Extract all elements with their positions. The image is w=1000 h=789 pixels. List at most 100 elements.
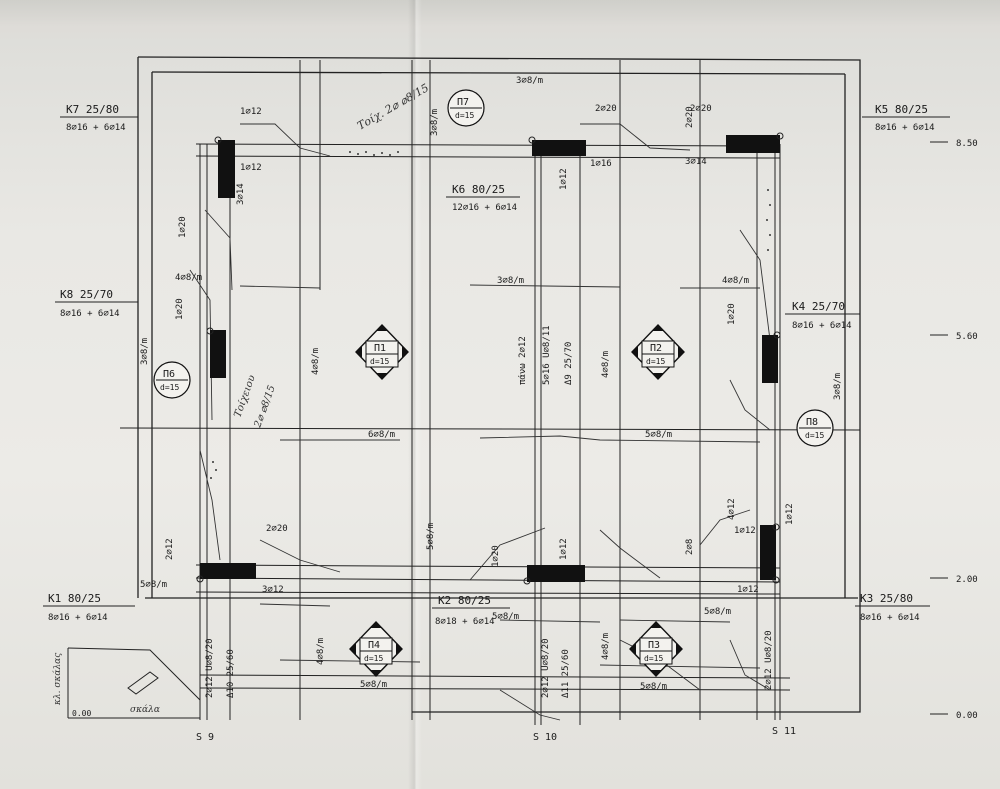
k8-label: K8 25/70 — [60, 288, 113, 301]
panel-p7: Π7 d=15 — [447, 89, 485, 127]
bar-b5: 1⌀20 — [175, 298, 185, 320]
support-s9: S 9 — [196, 732, 214, 743]
bar-b6: 2⌀20 — [595, 104, 617, 114]
rebar-mid-upper-left: 4⌀8/m — [175, 273, 202, 283]
level-200: 2.00 — [956, 575, 978, 585]
rebar-mid-right: 5⌀8/m — [645, 430, 672, 440]
k2-label: K2 80/25 — [438, 594, 491, 607]
k5-reinf: 8⌀16 + 6⌀14 — [875, 123, 935, 133]
rebar-lower-right: 5⌀8/m — [704, 607, 731, 617]
bar-b14: 2⌀12 — [165, 538, 175, 560]
panel-p2: Π2 d=15 — [631, 323, 685, 381]
level-000: 0.00 — [956, 711, 978, 721]
bar-b9: 3⌀14 — [685, 157, 707, 167]
rebar-v4: 4⌀8/m — [601, 351, 611, 378]
panel-p6-label: Π6 — [163, 369, 175, 380]
column-sections — [200, 135, 780, 582]
k1-label: K1 80/25 — [48, 592, 101, 605]
panel-p1: Π1 d=15 — [355, 323, 409, 381]
k2-reinf: 8⌀18 + 6⌀14 — [435, 617, 495, 627]
column-d10-line2: Δ10 25/60 — [226, 649, 236, 698]
stair-label: σκάλα — [130, 704, 160, 715]
rebar-v1: 4⌀8/m — [311, 348, 321, 375]
bar-b18: 1⌀12 — [785, 503, 795, 525]
rebar-lower-center: 5⌀8/m — [492, 612, 519, 622]
panel-p1-label: Π1 — [374, 343, 386, 354]
bar-b13: 3⌀12 — [262, 585, 284, 595]
column-d10-line1: 2⌀12 U⌀8/20 — [205, 638, 215, 698]
panel-p4: Π4 d=15 — [349, 620, 403, 678]
stair-block: σκάλα 0.00 — [67, 647, 201, 719]
bar-b11: 1⌀20 — [727, 303, 737, 325]
k1-reinf: 8⌀16 + 6⌀14 — [48, 613, 108, 623]
bar-b17: 2⌀8 — [685, 539, 695, 555]
column-d9-line1: πάνω 2⌀12 — [518, 336, 528, 385]
k5-label: K5 80/25 — [875, 103, 928, 116]
bar-b1: 1⌀12 — [240, 107, 262, 117]
rebar-right-vertical: 3⌀8/m — [833, 373, 843, 400]
bar-b12-v: 2⌀20 — [685, 106, 695, 128]
bar-b15: 1⌀20 — [491, 545, 501, 567]
rebar-v3: 4⌀8/m — [316, 638, 326, 665]
panel-p4-label: Π4 — [368, 640, 380, 651]
column-d9-line3: Δ9 25/70 — [564, 342, 574, 385]
rebar-mid-upper-right: 4⌀8/m — [722, 276, 749, 286]
k3-label: K3 25/80 — [860, 592, 913, 605]
k3-reinf: 8⌀16 + 6⌀14 — [860, 613, 920, 623]
bent-bars — [189, 123, 771, 721]
panel-p3-depth: d=15 — [644, 654, 663, 663]
k6-reinf: 12⌀16 + 6⌀14 — [452, 203, 517, 213]
bar-end-circles — [196, 132, 784, 585]
bar-b12: 2⌀20 — [690, 104, 712, 114]
panel-p3: Π3 d=15 — [629, 620, 683, 678]
bar-b8: 1⌀16 — [590, 159, 612, 169]
panel-p8-depth: d=15 — [805, 431, 824, 440]
rebar-lower-left: 5⌀8/m — [140, 580, 167, 590]
k8-reinf: 8⌀16 + 6⌀14 — [60, 309, 120, 319]
support-s11: S 11 — [772, 726, 796, 737]
panel-p2-label: Π2 — [650, 343, 662, 354]
paper-fold-top — [0, 0, 1000, 45]
note-wall-left-2: 2⌀ ⌀8/15 — [252, 384, 278, 430]
rebar-mid-upper-center: 3⌀8/m — [497, 276, 524, 286]
rebar-bottom-left: 5⌀8/m — [360, 680, 387, 690]
panel-p8-label: Π8 — [806, 417, 818, 428]
k7-reinf: 8⌀16 + 6⌀14 — [66, 123, 126, 133]
panel-p7-label: Π7 — [457, 97, 469, 108]
vertical-labels: 3⌀14 1⌀20 1⌀20 3⌀8/m 4⌀8/m 3⌀8/m 5⌀8/m 4… — [140, 106, 843, 698]
rebar-v2: 5⌀8/m — [426, 523, 436, 550]
note-bottom-left: κλ. σκάλας — [52, 652, 63, 706]
level-850: 8.50 — [956, 139, 978, 149]
bar-b21: 1⌀12 — [737, 585, 759, 595]
support-s10: S 10 — [533, 732, 557, 743]
bar-b7: 3⌀8/m — [430, 109, 440, 136]
panel-p4-depth: d=15 — [364, 654, 383, 663]
column-d11-line2: Δ11 25/60 — [561, 649, 571, 698]
bar-b19: 4⌀12 — [727, 498, 737, 520]
k4-label: K4 25/70 — [792, 300, 845, 313]
rebar-v6: 4⌀8/m — [601, 633, 611, 660]
rebar-bottom-right: 5⌀8/m — [640, 682, 667, 692]
stair-level: 0.00 — [72, 709, 91, 718]
k6-label: K6 80/25 — [452, 183, 505, 196]
rebar-left-vertical: 3⌀8/m — [140, 338, 150, 365]
level-560: 5.60 — [956, 332, 978, 342]
column-d9-line2: 5⌀16 U⌀8/11 — [542, 325, 552, 385]
k7-label: K7 25/80 — [66, 103, 119, 116]
panel-p6-depth: d=15 — [160, 383, 179, 392]
column-d12-line1: 2⌀12 U⌀8/20 — [764, 630, 774, 690]
rebar-mid: 6⌀8/m — [368, 430, 395, 440]
level-ticks — [930, 141, 948, 715]
bar-b16: 1⌀12 — [559, 538, 569, 560]
panel-p3-label: Π3 — [648, 640, 660, 651]
bar-b2: 1⌀12 — [240, 163, 262, 173]
note-wall-top: Τοίχ. 2⌀ ⌀8/15 — [355, 81, 431, 132]
k4-reinf: 8⌀16 + 6⌀14 — [792, 321, 852, 331]
bar-b4: 1⌀20 — [178, 216, 188, 238]
bar-b20: 1⌀12 — [734, 526, 756, 536]
bar-b3: 3⌀14 — [236, 183, 246, 205]
panel-p6: Π6 d=15 — [153, 361, 191, 399]
rebar-top: 3⌀8/m — [516, 76, 543, 86]
